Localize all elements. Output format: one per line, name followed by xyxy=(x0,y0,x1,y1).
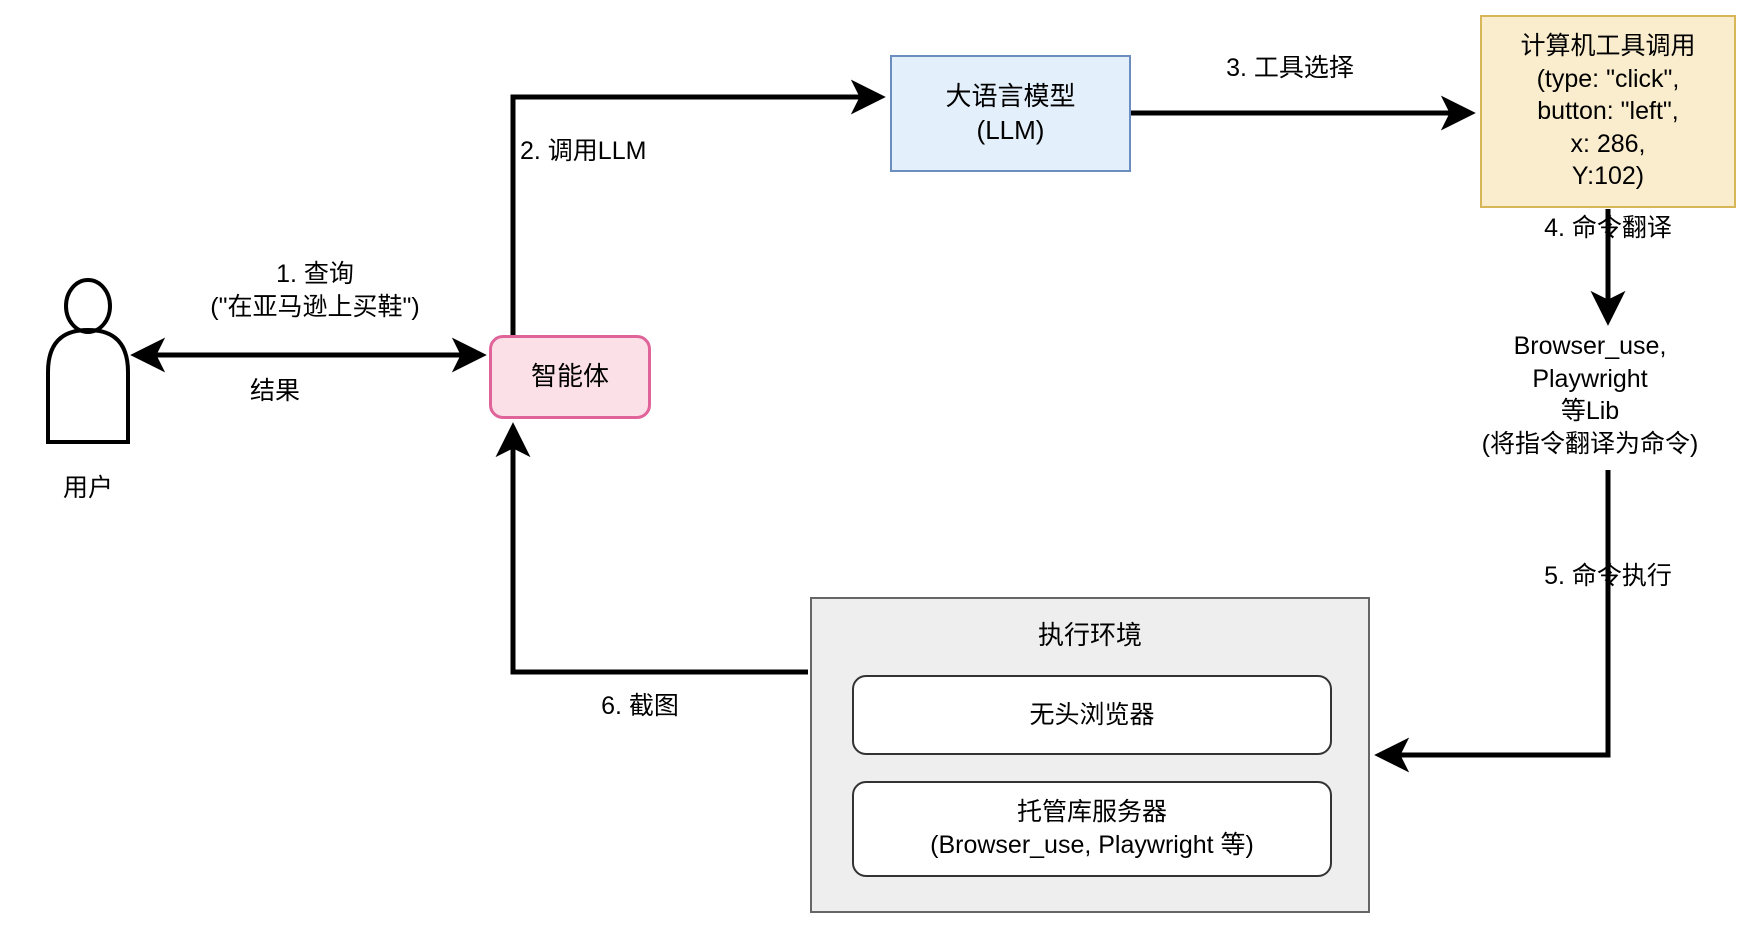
actor-label-user: 用户 xyxy=(62,474,113,502)
execution-environment-title: 执行环境 xyxy=(1037,620,1142,650)
node-lib-text: Browser_use, Playwright 等Lib (将指令翻译为命令) xyxy=(1481,332,1699,458)
edge-label-tool-select: 3. 工具选择 xyxy=(1226,54,1354,82)
edge-screenshot xyxy=(495,422,808,675)
edge-label-command-translate: 4. 命令翻译 xyxy=(1544,214,1672,242)
node-headless-browser[interactable]: 无头浏览器 xyxy=(852,675,1332,755)
edge-label-result: 结果 xyxy=(249,377,300,405)
node-computer-tool-call[interactable]: 计算机工具调用 (type: "click", button: "left", … xyxy=(1480,15,1736,208)
edge-command-execute xyxy=(1374,470,1611,773)
node-execution-environment[interactable]: 执行环境 无头浏览器 托管库服务器 (Browser_use, Playwrig… xyxy=(810,597,1370,913)
edge-call-llm xyxy=(510,79,886,335)
edge-label-screenshot: 6. 截图 xyxy=(601,692,679,720)
edge-label-command-execute: 5. 命令执行 xyxy=(1544,562,1672,590)
edge-label-query: 1. 查询 ("在亚马逊上买鞋") xyxy=(210,260,420,321)
node-hosted-library-server[interactable]: 托管库服务器 (Browser_use, Playwright 等) xyxy=(852,781,1332,877)
node-llm[interactable]: 大语言模型 (LLM) xyxy=(890,55,1131,172)
node-agent[interactable]: 智能体 xyxy=(489,335,651,419)
edge-label-call-llm: 2. 调用LLM xyxy=(520,137,647,165)
user-person-icon xyxy=(46,278,130,444)
